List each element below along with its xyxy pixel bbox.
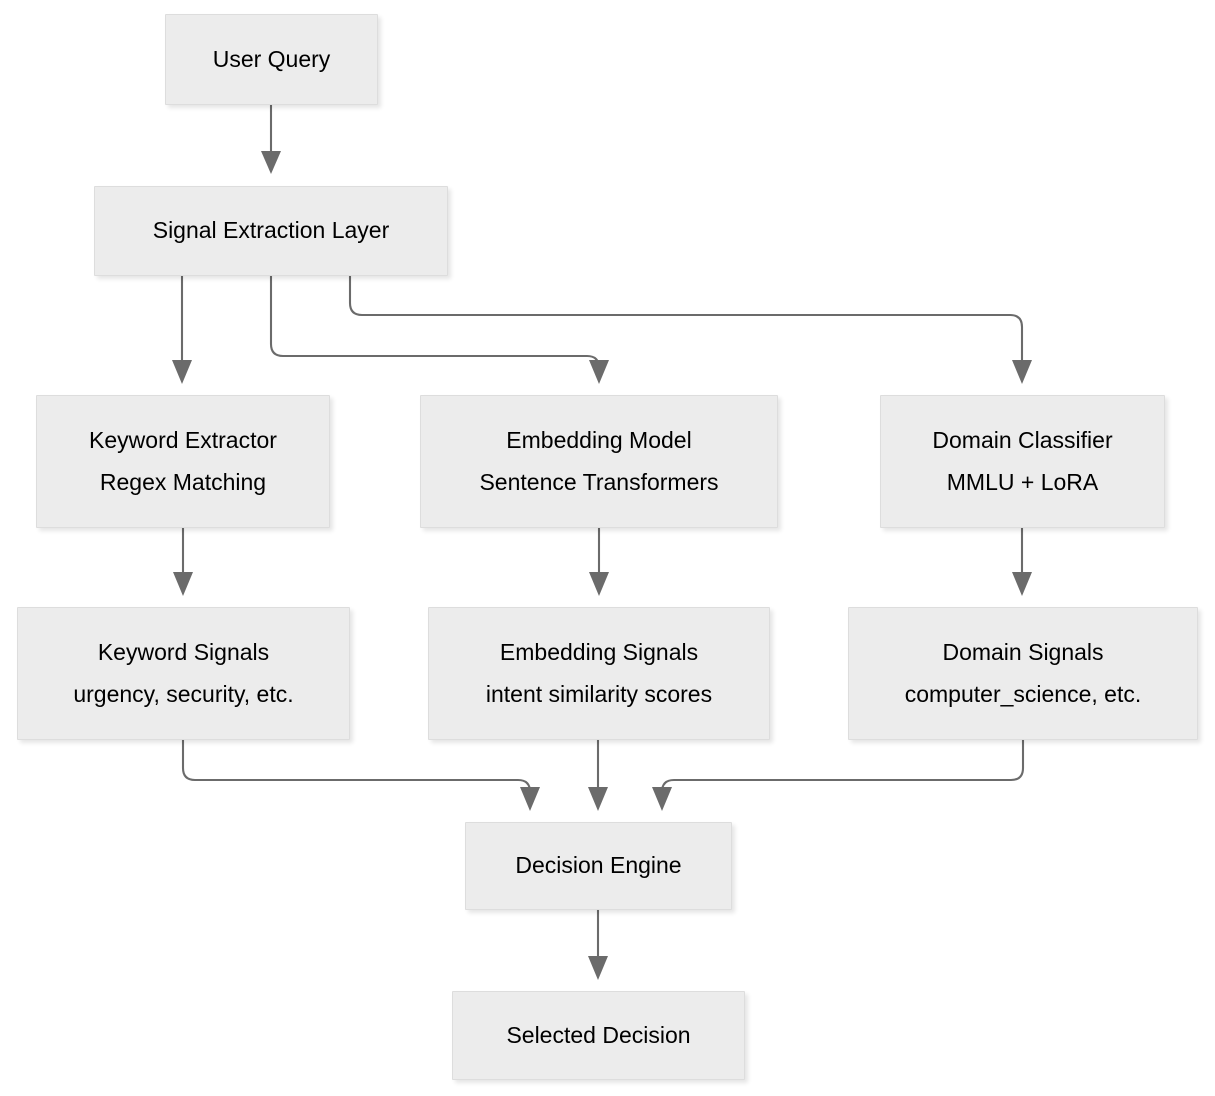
edge-domain-signals-to-decision-engine <box>652 740 1025 811</box>
edge-keyword-signals-to-decision-engine <box>181 740 540 811</box>
node-keyword-signals-line-2: urgency, security, etc. <box>73 680 294 707</box>
edge-signal-extraction-layer-to-domain-classifier <box>348 276 1032 384</box>
node-keyword-extractor-line-1: Keyword Extractor <box>89 427 277 454</box>
node-domain-signals-line-2: computer_science, etc. <box>904 680 1142 707</box>
node-embedding-model[interactable]: Embedding Model Sentence Transformers <box>420 395 778 528</box>
node-keyword-extractor-line-2: Regex Matching <box>99 468 267 495</box>
node-embedding-signals[interactable]: Embedding Signals intent similarity scor… <box>428 607 770 740</box>
node-decision-engine[interactable]: Decision Engine <box>465 822 732 910</box>
edge-keyword-extractor-to-keyword-signals <box>173 528 193 596</box>
edge-domain-classifier-to-domain-signals <box>1012 528 1032 596</box>
node-embedding-signals-line-2: intent similarity scores <box>485 680 713 707</box>
node-domain-classifier-line-1: Domain Classifier <box>932 427 1113 454</box>
edge-decision-engine-to-selected-decision <box>588 910 608 980</box>
node-domain-signals-line-1: Domain Signals <box>942 639 1104 666</box>
node-signal-extraction-layer[interactable]: Signal Extraction Layer <box>94 186 448 276</box>
node-selected-decision[interactable]: Selected Decision <box>452 991 745 1080</box>
node-signal-extraction-layer-line-1: Signal Extraction Layer <box>152 217 390 244</box>
edge-user-query-to-signal-extraction-layer <box>261 105 281 174</box>
edge-embedding-model-to-embedding-signals <box>589 528 609 596</box>
node-user-query-line-1: User Query <box>212 45 331 72</box>
node-keyword-signals[interactable]: Keyword Signals urgency, security, etc. <box>17 607 350 740</box>
node-keyword-signals-line-1: Keyword Signals <box>97 639 270 666</box>
node-domain-classifier-line-2: MMLU + LoRA <box>946 468 1099 495</box>
edge-signal-extraction-layer-to-keyword-extractor <box>172 276 192 384</box>
node-domain-signals[interactable]: Domain Signals computer_science, etc. <box>848 607 1198 740</box>
node-embedding-model-line-2: Sentence Transformers <box>479 468 719 495</box>
edge-signal-extraction-layer-to-embedding-model <box>269 276 609 384</box>
node-embedding-model-line-1: Embedding Model <box>506 427 692 454</box>
node-domain-classifier[interactable]: Domain Classifier MMLU + LoRA <box>880 395 1165 528</box>
node-keyword-extractor[interactable]: Keyword Extractor Regex Matching <box>36 395 330 528</box>
node-decision-engine-line-1: Decision Engine <box>515 852 682 879</box>
node-embedding-signals-line-1: Embedding Signals <box>499 639 699 666</box>
node-selected-decision-line-1: Selected Decision <box>506 1021 691 1048</box>
edge-embedding-signals-to-decision-engine <box>588 740 608 811</box>
node-user-query[interactable]: User Query <box>165 14 378 105</box>
